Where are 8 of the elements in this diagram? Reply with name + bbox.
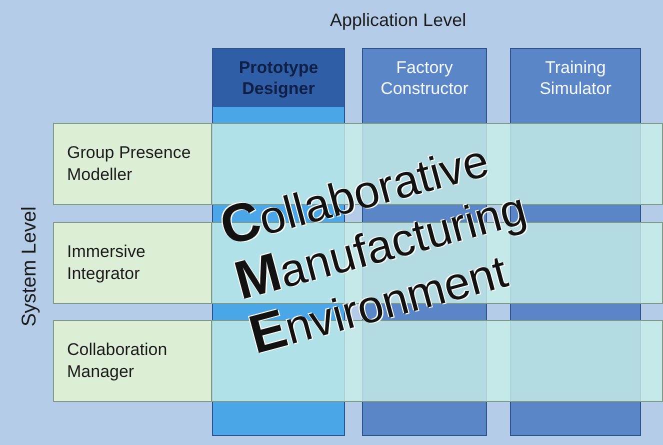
column-heading: Training Simulator: [538, 57, 612, 99]
row-heading: Group Presence Modeller: [67, 142, 192, 186]
row-heading: Immersive Integrator: [67, 241, 146, 285]
column-heading: Prototype Designer: [238, 57, 320, 99]
column-heading: Factory Constructor: [380, 57, 470, 99]
axis-title: Application Level: [330, 10, 466, 31]
axis-title: System Level: [18, 206, 42, 327]
row-heading: Collaboration Manager: [67, 339, 168, 383]
